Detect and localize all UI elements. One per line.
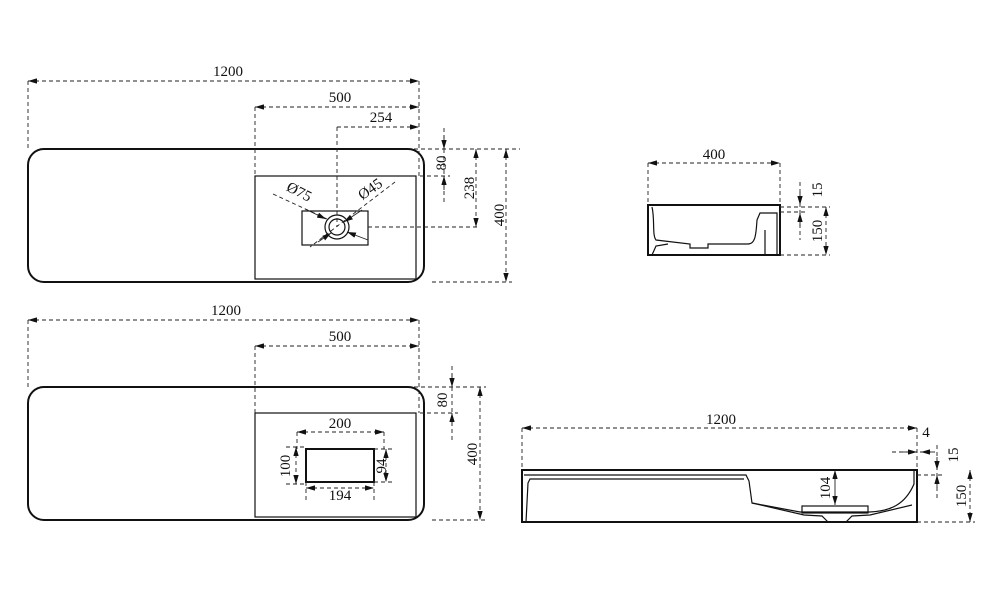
dim-150-end: 150 xyxy=(810,220,826,243)
drain-recess xyxy=(301,210,369,246)
drain-fitting xyxy=(801,505,869,514)
dim-94: 94 xyxy=(374,458,390,474)
bowl-outline-2 xyxy=(254,412,417,518)
bowl-outline xyxy=(254,175,417,280)
dim-1200-side: 1200 xyxy=(706,412,736,428)
dim-254: 254 xyxy=(370,110,393,126)
end-view-section xyxy=(651,206,778,255)
end-view: 400 15 150 xyxy=(647,147,830,256)
dim-150-side: 150 xyxy=(954,485,970,508)
dim-1200: 1200 xyxy=(213,64,243,80)
outlet-rect xyxy=(305,448,375,483)
side-view-outline xyxy=(521,469,918,523)
top-view-drain: 1200 500 254 80 238 400 Ø75 Ø45 xyxy=(27,64,520,283)
dim-400-2: 400 xyxy=(465,443,481,466)
dim-100: 100 xyxy=(278,455,294,478)
dim-194: 194 xyxy=(329,488,352,504)
basin-outline xyxy=(27,148,425,283)
dim-1200-2: 1200 xyxy=(211,303,241,319)
dim-238: 238 xyxy=(462,177,478,200)
dim-15-side: 15 xyxy=(946,448,962,463)
dim-4: 4 xyxy=(922,425,930,441)
dim-200: 200 xyxy=(329,416,352,432)
basin-outline-2 xyxy=(27,386,425,521)
dim-500-2: 500 xyxy=(329,329,352,345)
side-view: 1200 4 15 150 104 xyxy=(521,412,975,523)
dim-400: 400 xyxy=(492,204,508,227)
dim-104: 104 xyxy=(818,476,834,499)
dim-80: 80 xyxy=(434,156,450,171)
dim-diameter-45: Ø45 xyxy=(356,176,386,204)
dim-15-end: 15 xyxy=(810,183,826,198)
dim-400-end: 400 xyxy=(703,147,726,163)
side-view-section xyxy=(524,470,915,513)
top-view-outlet: 1200 500 80 400 200 194 100 94 xyxy=(27,303,486,521)
dim-80-2: 80 xyxy=(435,393,451,408)
dim-500: 500 xyxy=(329,90,352,106)
